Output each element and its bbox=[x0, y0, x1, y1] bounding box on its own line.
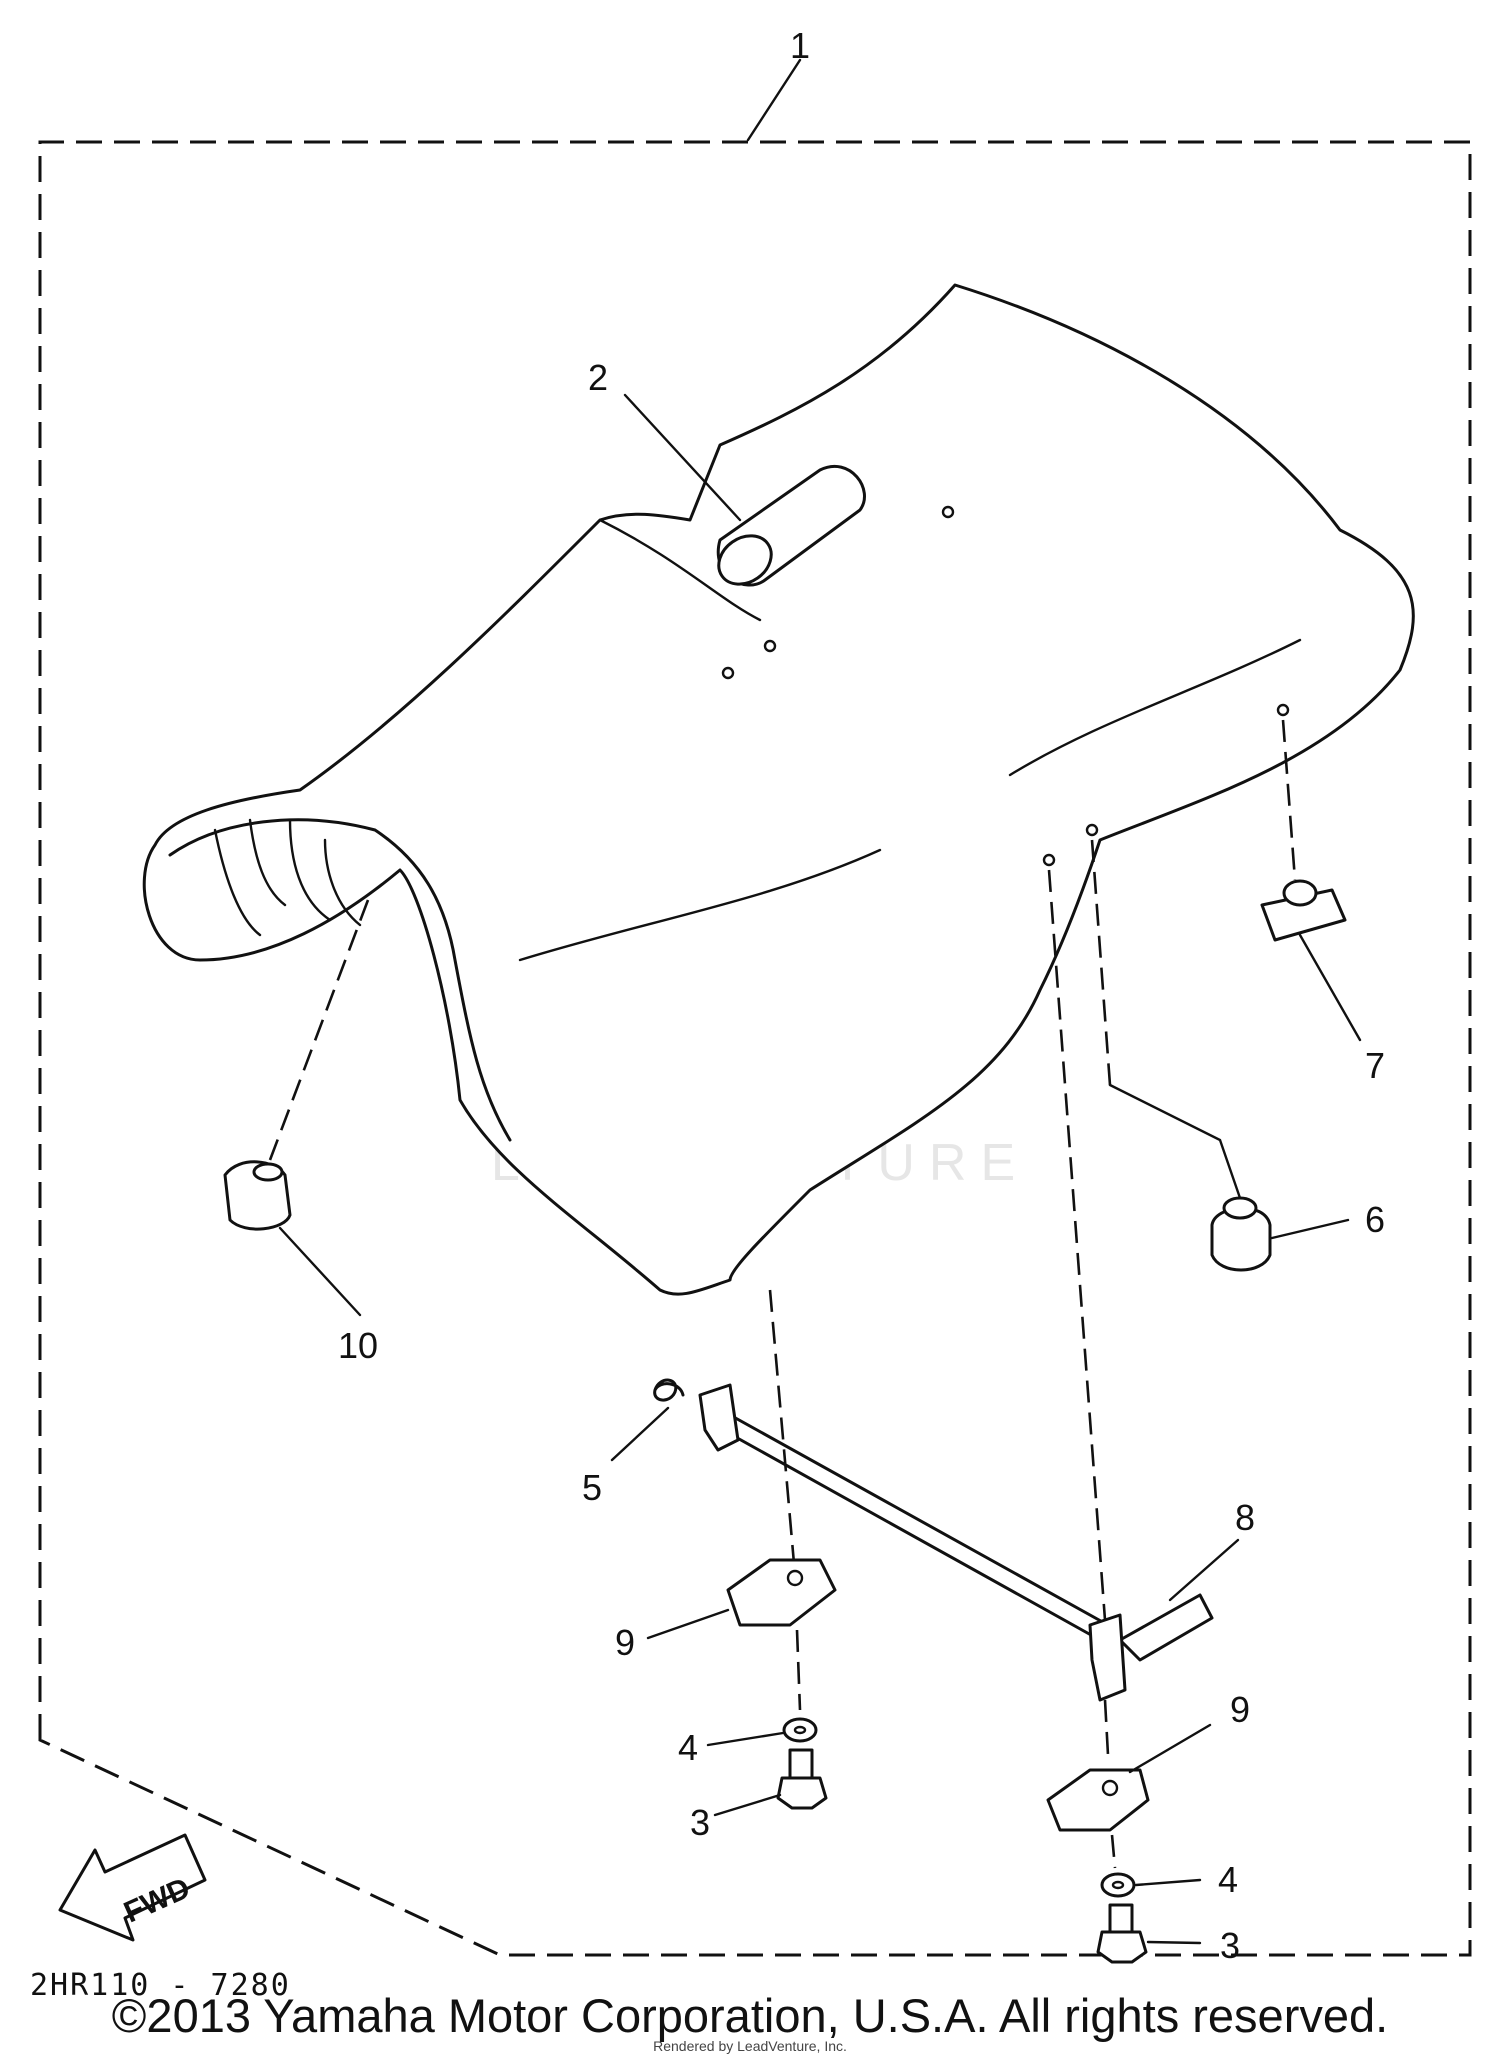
leader-left-dash bbox=[768, 1289, 797, 1576]
seat-hole bbox=[1085, 823, 1099, 837]
spring-5 bbox=[653, 1378, 685, 1402]
washer-4-right-hole bbox=[1111, 1880, 1125, 1890]
part-9-bracket-right bbox=[1046, 1768, 1150, 1832]
part-10-bumper bbox=[223, 1160, 292, 1231]
leader-10-dash bbox=[268, 899, 370, 1161]
seat-shading-3 bbox=[288, 818, 332, 922]
bracket-9-right-hole bbox=[1101, 1779, 1119, 1797]
part-4-washer-left bbox=[782, 1717, 818, 1743]
seat-shading-1 bbox=[213, 828, 262, 937]
leader-4a bbox=[706, 1731, 785, 1747]
part-6-damper bbox=[1210, 1196, 1272, 1272]
callout-7: 7 bbox=[1365, 1045, 1385, 1086]
strap-end bbox=[717, 534, 773, 586]
leader-10 bbox=[278, 1226, 362, 1317]
callout-9a: 9 bbox=[615, 1622, 635, 1663]
bolt-3-left-head bbox=[776, 1776, 828, 1810]
callout-4a: 4 bbox=[678, 1727, 698, 1768]
leader-1 bbox=[746, 58, 802, 142]
bolt-3-left-shank bbox=[788, 1748, 814, 1780]
seat-hole bbox=[1042, 853, 1056, 867]
leader-6-dash bbox=[1090, 839, 1112, 1086]
drawing-code: 2HR110 - 7280 bbox=[30, 1968, 291, 2003]
part-9-bracket-left bbox=[726, 1558, 837, 1627]
bumper-10-top bbox=[252, 1162, 284, 1182]
leader-9b bbox=[1128, 1723, 1212, 1774]
leader-9a bbox=[646, 1608, 730, 1640]
part-3-bolt-left bbox=[776, 1748, 828, 1810]
clip-7-top bbox=[1282, 879, 1318, 907]
seat-opening-inner bbox=[168, 818, 512, 1142]
seat-outline bbox=[142, 283, 1415, 1296]
lock-bar-right-plate bbox=[1118, 1593, 1214, 1662]
bolt-3-right-head bbox=[1096, 1930, 1148, 1964]
seat-shading-2 bbox=[248, 818, 287, 907]
leader-8 bbox=[1168, 1538, 1240, 1602]
seat-hole bbox=[941, 505, 955, 519]
callout-3a: 3 bbox=[690, 1802, 710, 1843]
leader-7-dash bbox=[1281, 719, 1297, 881]
leader-right-dash-2 bbox=[1110, 1834, 1117, 1869]
leader-3b bbox=[1146, 1940, 1202, 1945]
washer-4-left bbox=[782, 1717, 818, 1743]
fwd-arrow: FWD bbox=[58, 1833, 207, 1942]
seat-front-edge bbox=[598, 518, 762, 622]
seat-hole bbox=[1276, 703, 1290, 717]
callout-5: 5 bbox=[582, 1467, 602, 1508]
bolt-3-right-shank bbox=[1108, 1903, 1134, 1934]
seat-shading-4 bbox=[323, 838, 362, 927]
leader-right-dash bbox=[1103, 1699, 1110, 1756]
seat bbox=[142, 283, 1415, 1296]
rendered-by-notice: Rendered by LeadVenture, Inc. bbox=[653, 2038, 847, 2054]
callout-10: 10 bbox=[338, 1325, 378, 1366]
seat-hole bbox=[721, 666, 735, 680]
callout-4b: 4 bbox=[1218, 1859, 1238, 1900]
leader-5 bbox=[610, 1406, 670, 1462]
part-4-washer-right bbox=[1100, 1872, 1136, 1898]
bracket-9-left-hole bbox=[786, 1569, 804, 1587]
callout-2: 2 bbox=[588, 357, 608, 398]
part-8-lock-bar bbox=[698, 1383, 1214, 1702]
leader-6-bend bbox=[1108, 1083, 1242, 1200]
assembly-boundary bbox=[38, 140, 1472, 1957]
leader-2 bbox=[623, 393, 742, 522]
leader-6 bbox=[1270, 1218, 1350, 1240]
part-3-bolt-right bbox=[1096, 1903, 1148, 1964]
callout-9b: 9 bbox=[1230, 1689, 1250, 1730]
bracket-9-left-body bbox=[726, 1558, 837, 1627]
fwd-arrow-icon bbox=[58, 1833, 207, 1942]
bracket-9-right-body bbox=[1046, 1768, 1150, 1832]
callout-1: 1 bbox=[790, 25, 810, 66]
callout-3b: 3 bbox=[1220, 1925, 1240, 1966]
leader-3a bbox=[713, 1793, 782, 1817]
washer-4-right bbox=[1100, 1872, 1136, 1898]
copyright-notice: ©2013 Yamaha Motor Corporation, U.S.A. A… bbox=[111, 1989, 1389, 2042]
seat-hole bbox=[763, 639, 777, 653]
callout-8: 8 bbox=[1235, 1497, 1255, 1538]
leader-left-dash-2 bbox=[795, 1629, 802, 1711]
lock-bar-left-bracket bbox=[698, 1383, 740, 1452]
leader-8-dash bbox=[1047, 869, 1107, 1621]
callout-6: 6 bbox=[1365, 1199, 1385, 1240]
seat-rib-1 bbox=[518, 848, 882, 962]
leader-7 bbox=[1298, 933, 1362, 1042]
part-7-clip bbox=[1260, 879, 1347, 942]
lock-bar-right-bracket bbox=[1088, 1613, 1127, 1702]
part-2-strap bbox=[716, 464, 866, 587]
part-5-spring bbox=[653, 1378, 685, 1402]
damper-6-top bbox=[1222, 1196, 1258, 1220]
washer-4-left-hole bbox=[793, 1725, 807, 1735]
leader-4b bbox=[1134, 1878, 1202, 1887]
seat-rib-2 bbox=[1008, 638, 1302, 777]
